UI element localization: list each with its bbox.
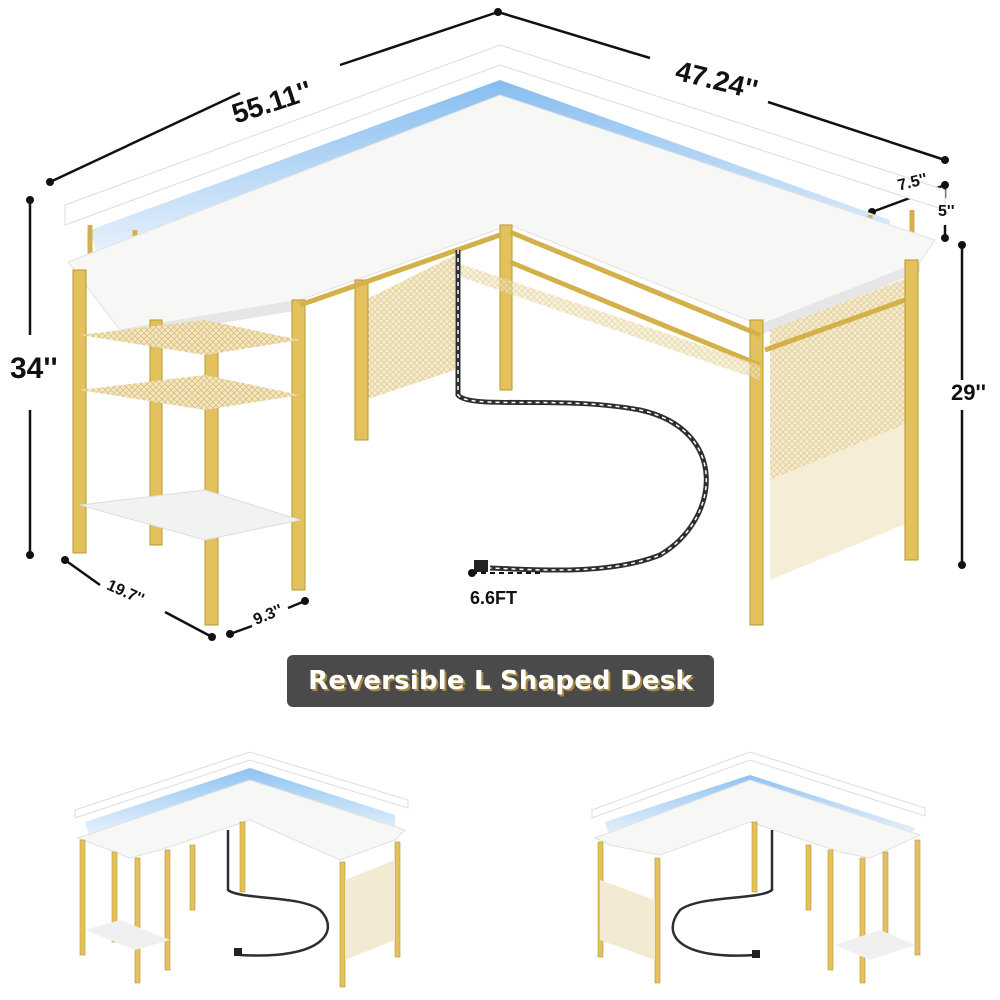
variant-left-orientation: [74, 751, 409, 988]
dim-shelf-height: 5'': [938, 203, 955, 220]
dim-desk-height: 29'': [951, 380, 986, 405]
dim-total-height: 34'': [10, 352, 58, 385]
main-desk-illustration: [26, 8, 966, 641]
dimension-lines: [28, 10, 964, 639]
plug-icon: [474, 560, 488, 572]
variant-right-orientation: [591, 751, 926, 984]
product-title: Reversible L Shaped Desk: [308, 666, 693, 696]
product-title-banner: Reversible L Shaped Desk: [287, 655, 714, 707]
dim-cord-length: 6.6FT: [470, 588, 518, 608]
